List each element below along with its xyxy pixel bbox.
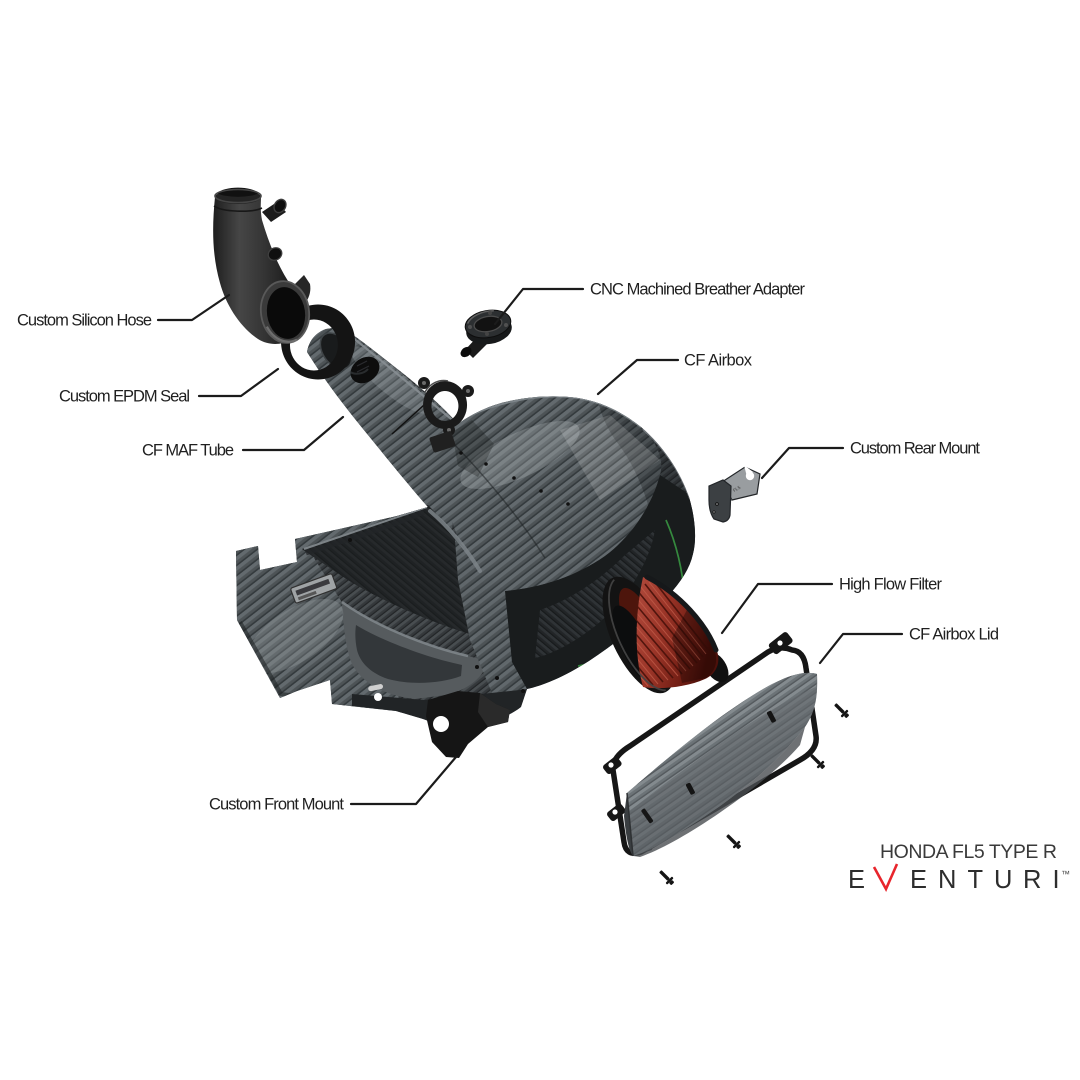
svg-text:FL5: FL5 — [732, 485, 742, 493]
svg-text:I: I — [1053, 866, 1060, 894]
svg-text:T: T — [968, 866, 984, 894]
svg-text:Custom Front Mount: Custom Front Mount — [209, 796, 344, 814]
svg-text:Custom EPDM Seal: Custom EPDM Seal — [59, 388, 190, 406]
svg-text:U: U — [994, 866, 1012, 894]
svg-text:™: ™ — [1061, 869, 1070, 879]
svg-text:CF MAF Tube: CF MAF Tube — [142, 442, 234, 460]
svg-text:CNC Machined Breather Adapter: CNC Machined Breather Adapter — [590, 281, 806, 299]
svg-text:Custom Rear Mount: Custom Rear Mount — [850, 440, 980, 458]
svg-text:CF Airbox Lid: CF Airbox Lid — [909, 626, 999, 644]
svg-text:HONDA FL5 TYPE R: HONDA FL5 TYPE R — [880, 841, 1057, 863]
svg-text:E: E — [848, 866, 865, 894]
svg-text:R: R — [1023, 866, 1041, 894]
svg-text:CF Airbox: CF Airbox — [684, 352, 753, 370]
svg-text:Custom Silicon Hose: Custom Silicon Hose — [17, 312, 152, 330]
svg-text:High Flow Filter: High Flow Filter — [839, 576, 943, 594]
svg-text:N: N — [938, 866, 956, 894]
svg-text:E: E — [910, 866, 927, 894]
